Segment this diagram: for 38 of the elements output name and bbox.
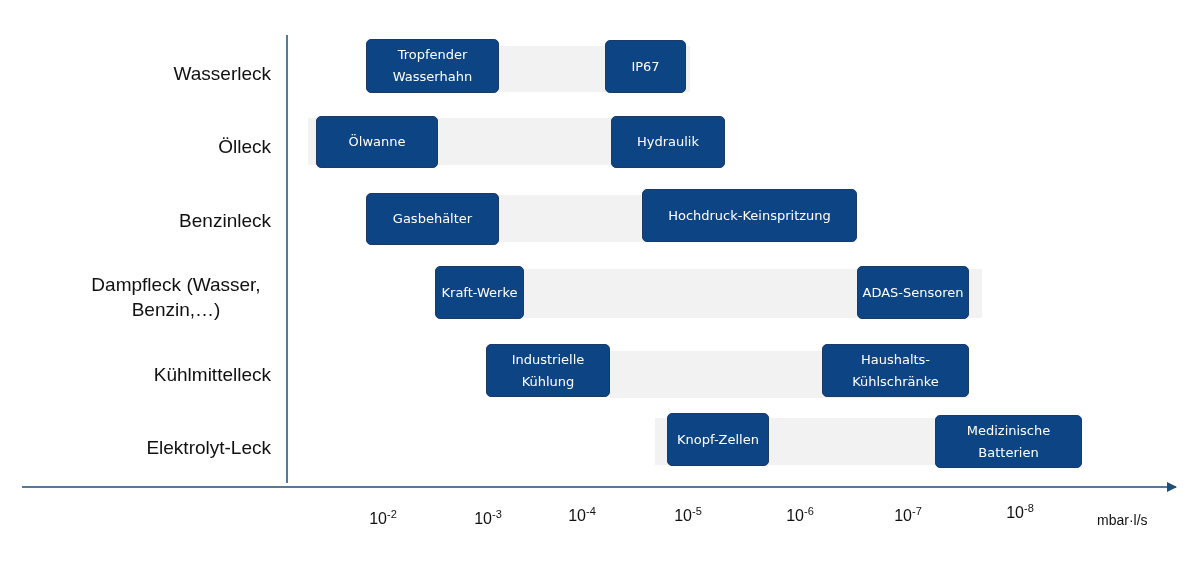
category-box: [611, 116, 725, 168]
box-label: Hochdruck-Keinspritzung: [668, 206, 831, 225]
tick-label: 10$^{-7}$: [894, 505, 922, 526]
tick-label: 10$^{-2}$: [369, 508, 397, 529]
category-box: [316, 116, 438, 168]
tick-label: 10$^{-8}$: [1006, 502, 1034, 523]
box-label: Knopf-Zellen: [677, 430, 759, 449]
category-box: [366, 193, 499, 245]
box-label: IP67: [631, 57, 660, 76]
row-label: Ölleck: [217, 135, 271, 159]
row-label: Kühlmittelleck: [152, 363, 271, 387]
tick-label: 10$^{-3}$: [474, 508, 502, 529]
category-box: [435, 266, 524, 319]
box-label: Industrielle Kühlung: [510, 350, 586, 391]
category-box: [857, 266, 969, 319]
box-label: Gasbehälter: [392, 210, 473, 228]
tick-label: 10$^{-6}$: [786, 505, 814, 526]
tick-label: 10$^{-5}$: [674, 505, 702, 526]
row-label: Elektrolyt-Leck: [145, 436, 271, 460]
box-label: Medizinische Batterien: [965, 421, 1052, 462]
axis-unit-label: mbar·l/s: [1097, 512, 1148, 528]
category-box: [822, 344, 969, 397]
category-box: [366, 39, 499, 93]
category-box: [935, 415, 1082, 468]
category-box: [667, 413, 769, 466]
box-label: Hydraulik: [637, 133, 699, 151]
category-box: [605, 40, 686, 93]
category-box: [486, 344, 610, 397]
row-label: Benzinleck: [178, 209, 271, 233]
row-label: Wasserleck: [172, 62, 271, 86]
box-label: ADAS-Sensoren: [862, 283, 964, 302]
box-label: Haushalts-Kühlschränke: [851, 350, 940, 391]
category-box: [642, 189, 857, 242]
box-label: Ölwanne: [348, 133, 406, 151]
tick-label: 10$^{-4}$: [568, 505, 596, 526]
box-label: Kraft-Werke: [441, 283, 518, 302]
row-label: Dampfleck (Wasser, Benzin,…): [90, 273, 262, 322]
box-label: Tropfender Wasserhahn: [391, 46, 474, 86]
